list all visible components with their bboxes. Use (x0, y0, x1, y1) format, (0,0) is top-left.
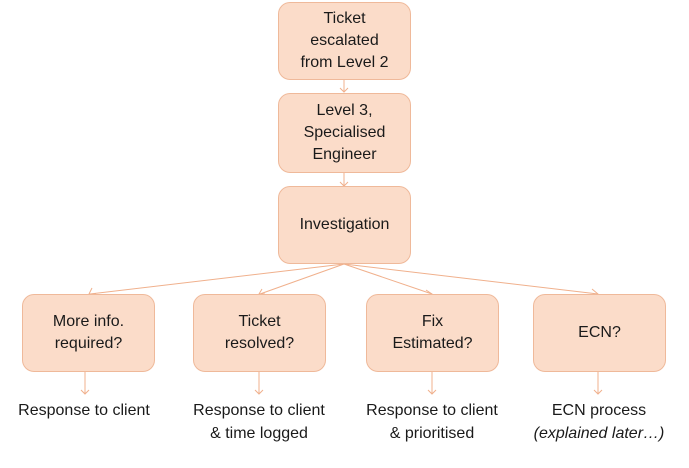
connector-to-ecn (343, 263, 599, 295)
outcome-fix-line2: & prioritised (389, 425, 475, 442)
box-ecn-label: ECN? (578, 324, 621, 341)
outcome-more-info: Response to client (0, 399, 168, 422)
outcome-fix: Response to client & prioritised (347, 399, 517, 445)
arrowhead-resolved-outcome (254, 389, 264, 395)
box-investigation: Investigation (278, 186, 411, 264)
box-investigation-label: Investigation (299, 216, 390, 233)
box-ecn: ECN? (533, 294, 666, 372)
box-more-info-required-label: More info. required? (52, 313, 125, 352)
outcome-ecn: ECN process (explained later…) (519, 399, 679, 445)
box-ticket-escalated: Ticket escalated from Level 2 (278, 2, 411, 80)
arrowhead-more-info-outcome (80, 389, 90, 395)
box-ticket-resolved-label: Ticket resolved? (224, 313, 295, 352)
arrowhead-fix-outcome (427, 389, 437, 395)
connector-to-resolved (259, 263, 345, 295)
outcome-more-info-line1: Response to client (18, 402, 150, 419)
outcome-ecn-line1: ECN process (551, 402, 647, 419)
box-ticket-escalated-label: Ticket escalated from Level 2 (300, 10, 389, 71)
box-more-info-required: More info. required? (22, 294, 155, 372)
box-level3-engineer: Level 3, Specialised Engineer (278, 93, 411, 173)
arrowhead-ecn-outcome (593, 389, 603, 395)
outcome-fix-line1: Response to client (366, 402, 498, 419)
outcome-ecn-note: (explained later…) (533, 425, 665, 442)
outcome-resolved-line1: Response to client (193, 402, 325, 419)
arrowhead-level3 (339, 87, 349, 93)
connector-to-fix (343, 263, 433, 295)
box-level3-engineer-label: Level 3, Specialised Engineer (303, 102, 386, 163)
box-fix-estimated: Fix Estimated? (366, 294, 499, 372)
connector-to-more-info (89, 263, 345, 295)
box-ticket-resolved: Ticket resolved? (193, 294, 326, 372)
box-fix-estimated-label: Fix Estimated? (392, 313, 473, 352)
outcome-resolved-line2: & time logged (210, 425, 308, 442)
outcome-resolved: Response to client & time logged (174, 399, 344, 445)
